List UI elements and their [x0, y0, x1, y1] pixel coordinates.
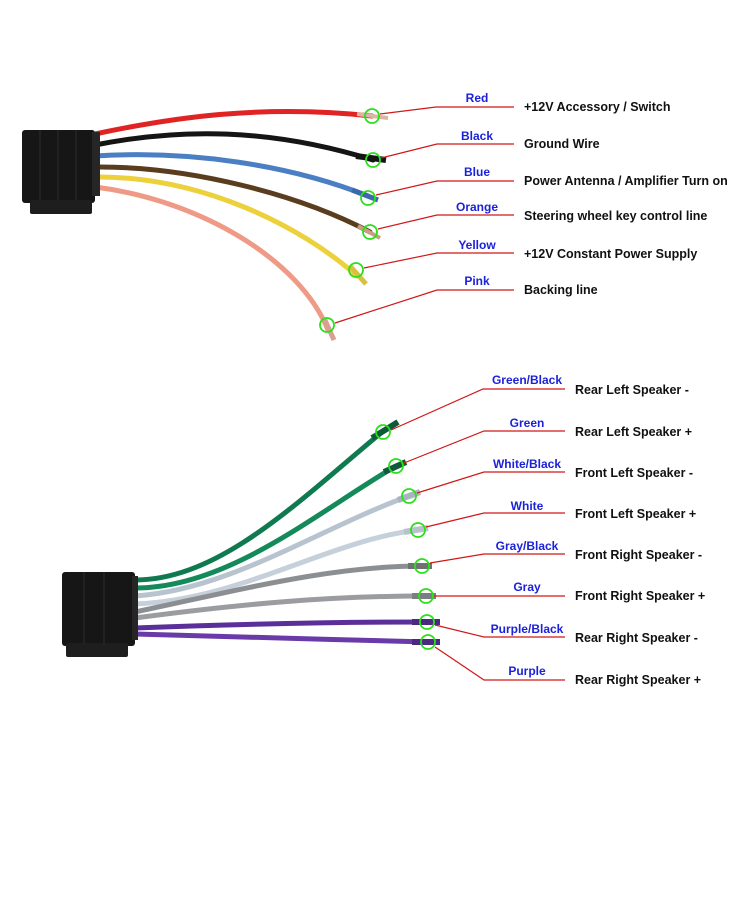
function-label-black: Ground Wire	[524, 137, 600, 151]
function-label-blue: Power Antenna / Amplifier Turn on	[524, 174, 728, 188]
wire-blue	[92, 152, 371, 199]
wire-green-black	[132, 429, 385, 583]
color-label-green-black: Green/Black	[492, 373, 562, 387]
bottom-connector	[62, 572, 138, 657]
wire-purple	[132, 631, 431, 645]
wire-pink	[92, 184, 331, 333]
marker-purple-black	[419, 614, 435, 630]
marker-red	[364, 108, 380, 124]
function-label-green: Rear Left Speaker +	[575, 425, 692, 439]
function-label-orange: Steering wheel key control line	[524, 209, 707, 223]
function-label-pink: Backing line	[524, 283, 598, 297]
function-label-white: Front Left Speaker +	[575, 507, 696, 521]
top-wire-tips	[321, 112, 389, 342]
function-label-yellow: +12V Constant Power Supply	[524, 247, 697, 261]
marker-yellow	[348, 262, 364, 278]
marker-black	[365, 152, 381, 168]
wire-red	[92, 109, 375, 137]
marker-pink	[319, 317, 335, 333]
leader-purple-black	[434, 624, 565, 638]
function-label-white-black: Front Left Speaker -	[575, 466, 693, 480]
color-label-purple: Purple	[508, 664, 546, 678]
color-label-white: White	[511, 499, 544, 513]
function-label-red: +12V Accessory / Switch	[524, 100, 671, 114]
wire-white	[132, 527, 421, 607]
wire-green	[132, 463, 399, 591]
color-label-red: Red	[466, 91, 489, 105]
leader-white	[425, 512, 565, 528]
leader-purple	[434, 646, 565, 681]
marker-white-black	[401, 488, 417, 504]
leader-green-black	[390, 388, 565, 431]
wire-yellow	[92, 174, 360, 279]
color-label-gray: Gray	[513, 580, 541, 594]
wire-gray-black	[132, 563, 425, 615]
color-label-blue: Blue	[464, 165, 490, 179]
marker-orange	[362, 224, 378, 240]
function-label-green-black: Rear Left Speaker -	[575, 383, 689, 397]
marker-gray-black	[414, 558, 430, 574]
function-label-gray-black: Front Right Speaker -	[575, 548, 702, 562]
color-label-black: Black	[461, 129, 493, 143]
marker-gray	[418, 588, 434, 604]
leader-pink	[334, 289, 514, 324]
color-label-yellow: Yellow	[458, 238, 496, 252]
marker-white	[410, 522, 426, 538]
leader-yellow	[363, 252, 514, 269]
color-label-pink: Pink	[464, 274, 490, 288]
function-label-gray: Front Right Speaker +	[575, 589, 705, 603]
leader-red	[379, 106, 514, 115]
marker-purple	[420, 634, 436, 650]
marker-green	[388, 458, 404, 474]
function-label-purple-black: Rear Right Speaker -	[575, 631, 698, 645]
leader-black	[380, 143, 514, 159]
wire-gray	[132, 593, 428, 621]
marker-green-black	[375, 424, 391, 440]
bottom-harness: Green/Black Rear Left Speaker - Green Re…	[62, 373, 705, 687]
leader-white-black	[416, 471, 565, 494]
wire-purple-black	[132, 619, 431, 631]
leader-blue	[375, 180, 514, 196]
color-label-gray-black: Gray/Black	[496, 539, 559, 553]
leader-orange	[377, 214, 514, 230]
bottom-wire-tips	[370, 419, 440, 645]
leader-gray-black	[429, 553, 565, 564]
color-label-white-black: White/Black	[493, 457, 561, 471]
marker-blue	[360, 190, 376, 206]
wire-white-black	[132, 493, 412, 599]
function-label-purple: Rear Right Speaker +	[575, 673, 701, 687]
color-label-purple-black: Purple/Black	[491, 622, 564, 636]
wire-black	[92, 131, 376, 163]
leader-green	[403, 430, 565, 464]
top-harness: Red +12V Accessory / Switch Black Ground…	[22, 91, 728, 342]
wire-orange	[92, 164, 373, 235]
color-label-green: Green	[510, 416, 545, 430]
top-connector	[22, 130, 100, 214]
color-label-orange: Orange	[456, 200, 498, 214]
